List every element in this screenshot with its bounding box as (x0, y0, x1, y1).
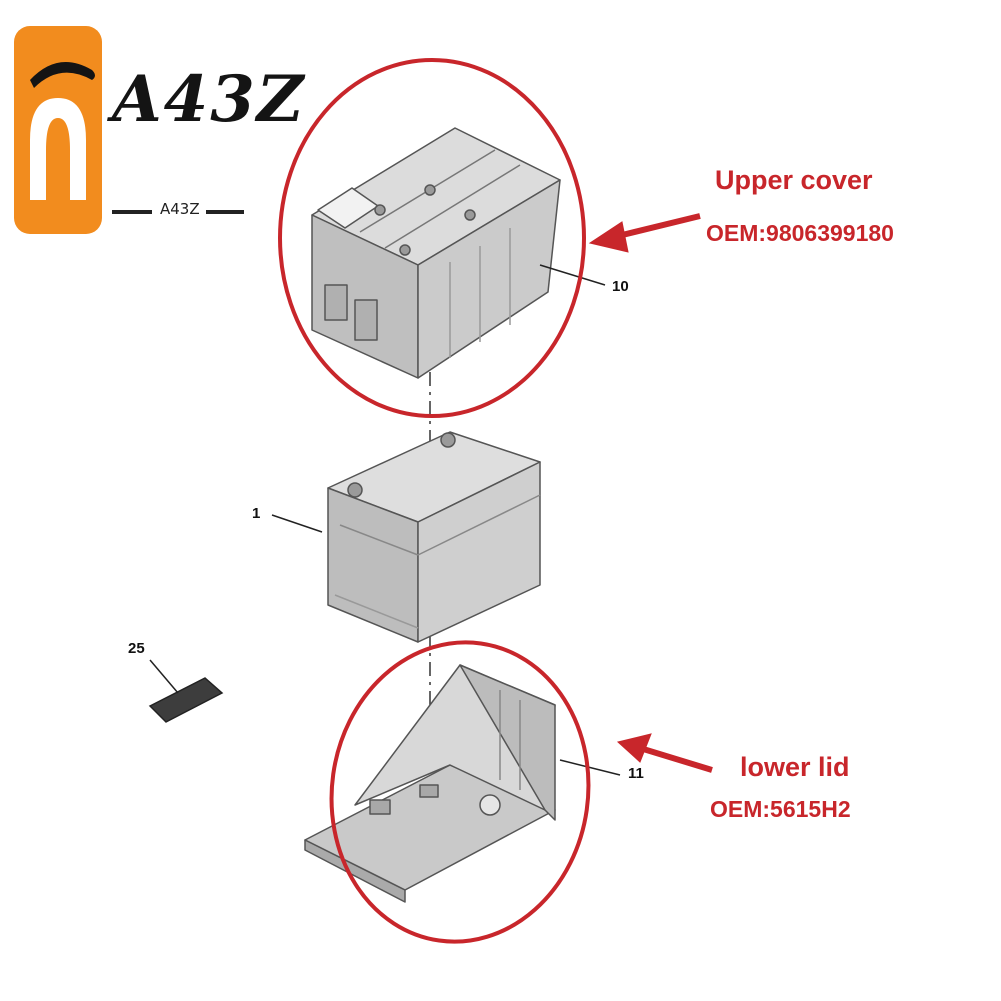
lower-arrow-icon (616, 733, 713, 773)
lower-lid-oem: OEM:5615H2 (710, 796, 851, 822)
upper-arrow-icon (588, 213, 701, 253)
part-number-25: 25 (128, 640, 145, 657)
leader-line-11 (559, 759, 621, 776)
part-number-10: 10 (612, 278, 629, 295)
leader-line-25 (149, 659, 179, 694)
leader-line-10 (539, 264, 606, 286)
battery-drawing (327, 431, 541, 643)
pad-drawing (148, 677, 224, 723)
upper-cover-highlight-ellipse (278, 58, 586, 418)
upper-cover-oem: OEM:9806399180 (706, 220, 894, 246)
tray-drawing (304, 664, 556, 903)
upper-cover-title: Upper cover (715, 165, 873, 195)
part-number-1: 1 (252, 505, 261, 522)
part-number-11: 11 (628, 765, 644, 782)
lower-lid-title: lower lid (740, 752, 850, 782)
brand-wordmark: A43Z (112, 62, 306, 137)
leader-line-1 (271, 514, 323, 533)
upper-cover-drawing (311, 127, 561, 379)
lower-lid-highlight-ellipse (329, 640, 591, 944)
brand-subtitle: A43Z (160, 200, 200, 218)
brand-logo-icon (14, 26, 102, 234)
